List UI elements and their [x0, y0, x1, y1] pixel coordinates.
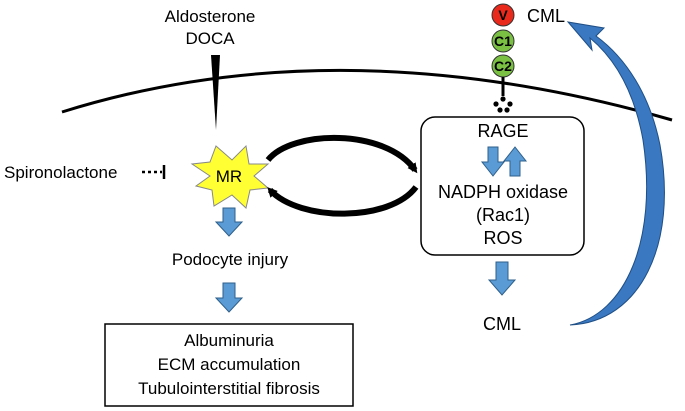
rage-domain-v-label: V [498, 7, 508, 23]
cml-ligand-top-label: CML [527, 6, 565, 26]
mr-label: MR [216, 167, 242, 186]
cell-membrane [61, 68, 673, 122]
cml-feedback-curved-arrow [566, 21, 665, 326]
rac1-label: (Rac1) [476, 205, 530, 225]
crosstalk-arrow-upper [265, 135, 418, 174]
arrow-injury-to-outcomes [214, 282, 244, 313]
mr-burst-shape [190, 144, 270, 209]
rage-signaling-box [420, 116, 585, 256]
rage-domain-c2-label: C2 [494, 58, 512, 74]
outcome-ecm-accumulation: ECM accumulation [158, 355, 301, 374]
rage-cytoplasmic-tail [493, 96, 513, 113]
outcome-tubulointerstitial-fibrosis: Tubulointerstitial fibrosis [138, 379, 320, 398]
outcome-albuminuria: Albuminuria [184, 331, 274, 350]
ligand-aldosterone-label: Aldosterone [165, 7, 256, 26]
arrow-ros-to-cml [487, 261, 517, 296]
ligand-wedge-arrow [211, 55, 220, 130]
arrow-rage-up [502, 146, 528, 177]
crosstalk-arrow-lower [267, 185, 419, 217]
podocyte-injury-label: Podocyte injury [172, 250, 289, 269]
nadph-oxidase-label: NADPH oxidase [438, 182, 568, 202]
arrow-mr-to-injury [214, 207, 244, 237]
rage-label: RAGE [477, 121, 528, 141]
ligand-doca-label: DOCA [185, 29, 235, 48]
outcomes-box [104, 323, 354, 407]
rage-domain-c1-label: C1 [494, 33, 512, 49]
rage-domain-c1 [491, 29, 515, 53]
cml-product-bottom-label: CML [483, 314, 521, 334]
ros-label: ROS [483, 228, 522, 248]
spironolactone-label: Spironolactone [4, 163, 117, 182]
arrow-rage-down [480, 146, 506, 177]
rage-domain-v [491, 3, 515, 27]
